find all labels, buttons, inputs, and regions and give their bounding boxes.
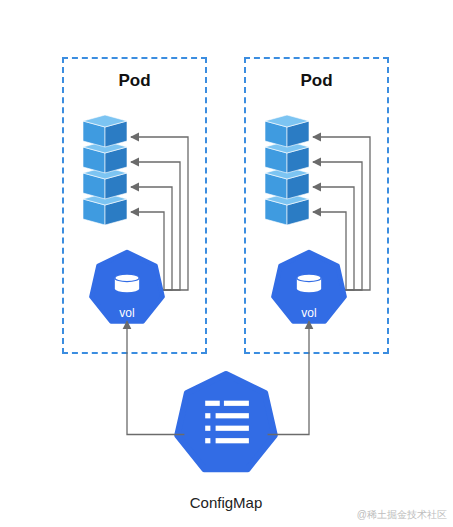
list-line [224,401,249,406]
list-line [216,426,249,431]
volume-label: vol [271,306,347,320]
watermark: @稀土掘金技术社区 [357,509,447,521]
volume-icon: vol [271,249,347,325]
list-line [216,413,249,418]
list-bullet [205,438,210,443]
container-stack [265,115,309,225]
pod-box: Pod vol [62,57,207,354]
volume-icon: vol [89,249,165,325]
list-bullet [205,426,210,431]
container-stack [83,115,127,225]
pod-title: Pod [246,71,387,91]
container-cube [83,115,127,147]
list-bar [205,401,220,406]
pod-title: Pod [64,71,205,91]
pod-box: Pod vol [244,57,389,354]
mount-connector [127,321,184,434]
configmap-label: ConfigMap [134,494,318,512]
list-bullet [205,413,210,418]
list-line [216,438,249,443]
disk-bottom [115,285,139,293]
disk-symbol [297,274,321,292]
disk-top [297,274,321,282]
list-symbol [205,401,249,444]
disk-bottom [297,285,321,293]
container-cube [265,115,309,147]
disk-top [115,274,139,282]
mount-connector [268,321,309,434]
configmap-icon: ConfigMap [174,370,278,474]
disk-symbol [115,274,139,292]
volume-label: vol [89,306,165,320]
heptagon-outline [177,374,274,469]
configmap-heptagon [174,370,278,474]
